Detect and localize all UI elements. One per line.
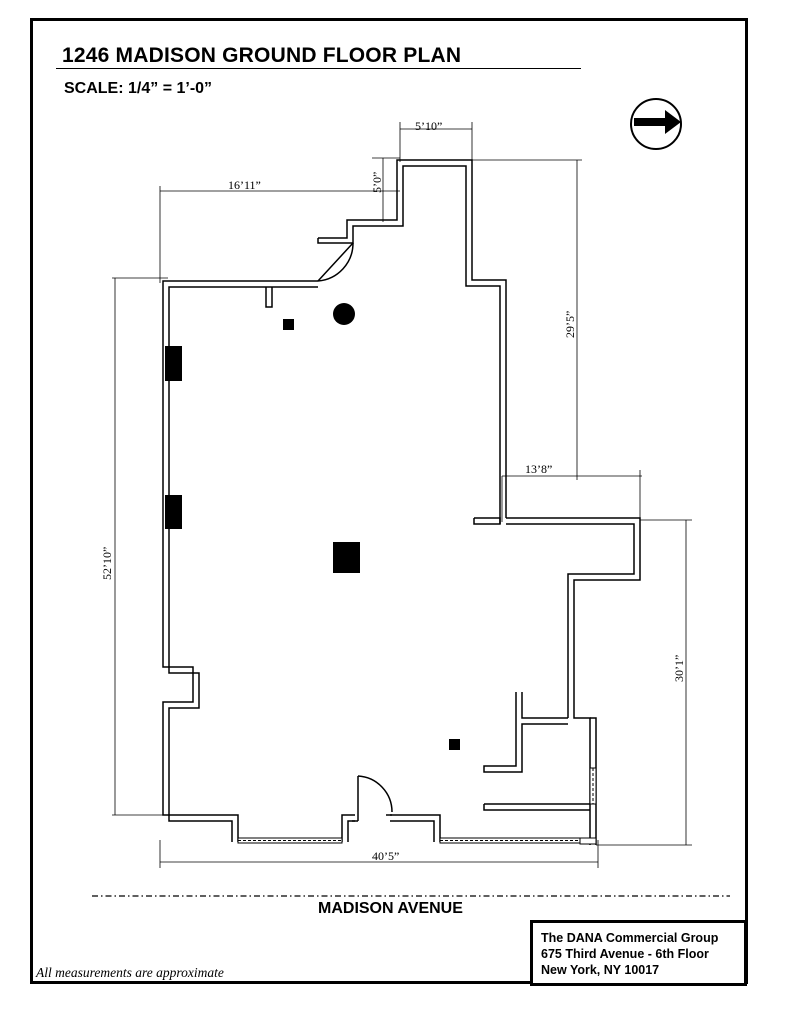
company-info-box: The DANA Commercial Group 675 Third Aven… (530, 920, 747, 986)
scale-label: SCALE: 1/4” = 1’-0” (64, 80, 213, 97)
page-border (30, 18, 748, 984)
dim-top-bay-width: 5’10” (415, 119, 442, 133)
rear-door-icon (268, 242, 354, 288)
page-title: 1246 MADISON GROUND FLOOR PLAN (62, 44, 462, 67)
title-underline (56, 68, 581, 69)
dim-right-lower-depth: 30’1” (672, 655, 686, 682)
dim-right-upper-depth: 29’5” (563, 311, 577, 338)
dimension-lines (112, 122, 692, 868)
dim-frontage-width: 40’5” (372, 849, 399, 863)
interior-partitions (265, 287, 590, 811)
north-arrow-icon (630, 98, 682, 150)
company-name: The DANA Commercial Group (541, 931, 719, 945)
company-address-line2: New York, NY 10017 (541, 963, 660, 977)
street-label: MADISON AVENUE (318, 900, 463, 917)
exterior-walls (162, 159, 641, 845)
dim-left-depth: 52’10” (100, 547, 114, 580)
storefront-windows (237, 767, 597, 845)
dim-top-left-width: 16’11” (228, 178, 261, 192)
company-address-line1: 675 Third Avenue - 6th Floor (541, 947, 709, 961)
entry-door-icon (352, 775, 393, 822)
dim-right-step-width: 13’8” (525, 462, 552, 476)
footnote: All measurements are approximate (36, 965, 224, 980)
dim-top-step: 5’0” (370, 172, 384, 193)
structural-columns (165, 303, 460, 750)
